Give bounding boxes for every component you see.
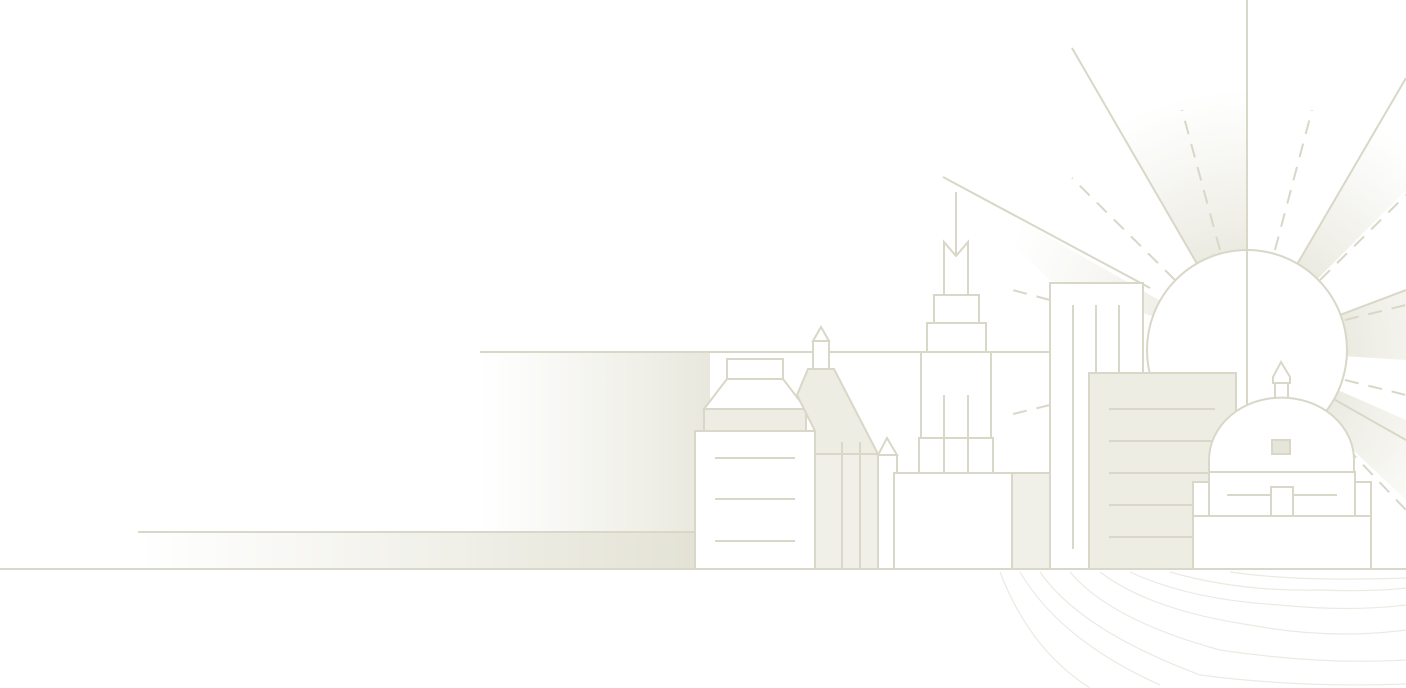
horizon xyxy=(0,351,1406,570)
buildings xyxy=(694,192,1372,570)
topographic-contours xyxy=(999,571,1406,688)
